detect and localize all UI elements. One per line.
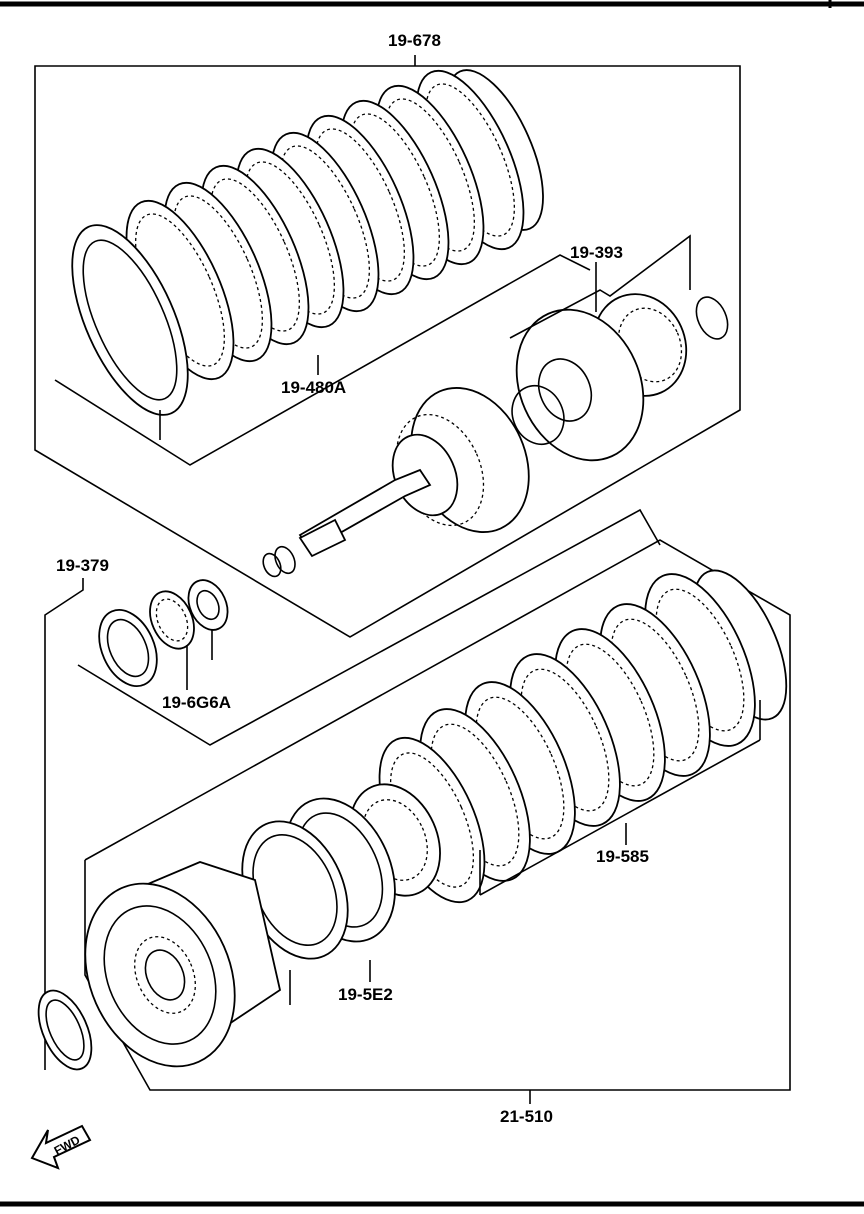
bottom-group-outline	[84, 539, 791, 1091]
label-19-6G6A: 19-6G6A	[162, 693, 231, 712]
snap-ring-bottom-left	[37, 989, 93, 1071]
label-19-393: 19-393	[570, 243, 623, 262]
fwd-arrow-icon: FWD	[30, 1124, 92, 1170]
bottom-clutch-plate-stack	[378, 569, 788, 904]
piston-assembly	[511, 293, 729, 462]
label-19-480A: 19-480A	[281, 378, 346, 397]
bracket-19-480A	[54, 254, 591, 466]
label-21-510: 21-510	[500, 1107, 553, 1126]
bracket-19-393	[509, 234, 691, 339]
main-drum	[84, 861, 282, 1068]
bracket-19-379	[44, 578, 84, 1070]
label-19-5E2: 19-5E2	[338, 985, 393, 1004]
bracket-19-585	[479, 700, 761, 896]
bracket-19-5E2	[289, 960, 371, 1005]
label-19-379: 19-379	[56, 556, 109, 575]
hub-and-shaft	[262, 387, 530, 578]
label-19-678: 19-678	[388, 31, 441, 50]
top-clutch-plate-stack	[71, 69, 544, 440]
label-19-585: 19-585	[596, 847, 649, 866]
top-group-outline	[34, 55, 741, 638]
small-parts-group	[77, 508, 661, 746]
